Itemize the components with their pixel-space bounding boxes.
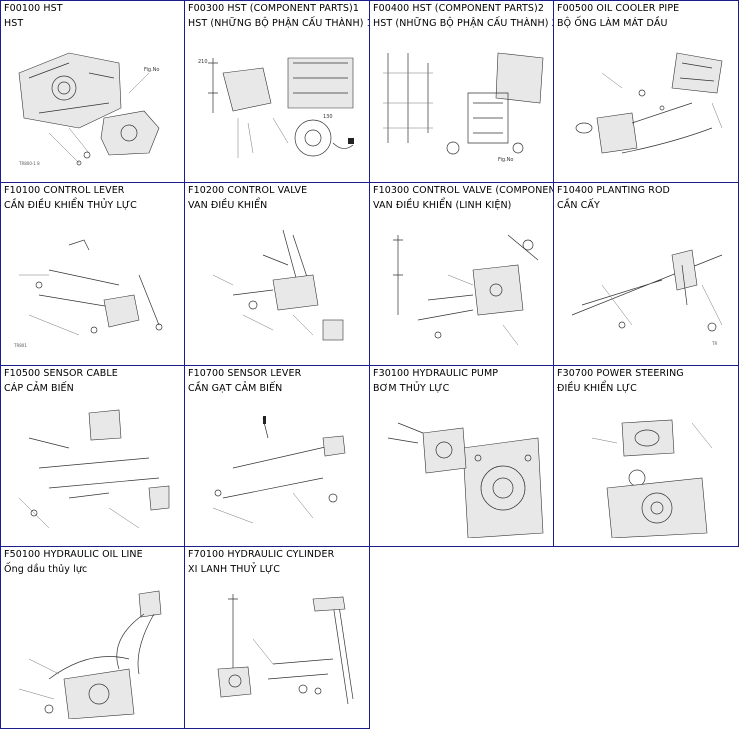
- svg-text:Fig.No: Fig.No: [498, 157, 513, 163]
- control-lever-diagram-icon: TR801: [9, 215, 177, 355]
- tile-code: F00300 HST (COMPONENT PARTS)1: [188, 3, 359, 14]
- catalog-tile-f70100[interactable]: F70100 HYDRAULIC CYLINDER XI LANH THUỶ L…: [184, 546, 370, 729]
- tile-code: F00400 HST (COMPONENT PARTS)2: [373, 3, 544, 14]
- tile-code: F10500 SENSOR CABLE: [4, 368, 118, 379]
- hydraulic-pump-diagram-icon: [378, 398, 548, 538]
- tile-code: F10400 PLANTING ROD: [557, 185, 670, 196]
- tile-name: VAN ĐIỀU KHIỂN (LINH KIỆN): [373, 200, 512, 211]
- catalog-tile-f00400[interactable]: F00400 HST (COMPONENT PARTS)2 HST (NHỮNG…: [369, 0, 554, 183]
- tile-name: HST (NHỮNG BỘ PHẬN CẤU THÀNH) 2: [373, 18, 554, 29]
- hst-assembly-diagram-icon: Fig.No TR800-1 8: [9, 33, 177, 173]
- tile-name: CẦN ĐIỀU KHIỂN THỦY LỰC: [4, 200, 137, 211]
- tile-code: F70100 HYDRAULIC CYLINDER: [188, 549, 335, 560]
- catalog-tile-f00100[interactable]: F00100 HST HST Fig.No TR800-1 8: [0, 0, 185, 183]
- svg-text:TR800-1 8: TR800-1 8: [18, 161, 40, 166]
- tile-code: F30100 HYDRAULIC PUMP: [373, 368, 499, 379]
- catalog-tile-f10300[interactable]: F10300 CONTROL VALVE (COMPONENT VAN ĐIỀU…: [369, 182, 554, 366]
- catalog-tile-f10500[interactable]: F10500 SENSOR CABLE CÁP CẢM BIẾN: [0, 365, 185, 547]
- tile-name: ĐIỀU KHIỂN LỰC: [557, 383, 637, 394]
- hydraulic-oil-line-diagram-icon: [9, 579, 177, 719]
- tile-name: CẦN GẠT CẢM BIẾN: [188, 383, 283, 394]
- tile-code: F10200 CONTROL VALVE: [188, 185, 308, 196]
- catalog-tile-f10200[interactable]: F10200 CONTROL VALVE VAN ĐIỀU KHIỂN: [184, 182, 370, 366]
- tile-name: Ống dầu thủy lực: [4, 564, 88, 575]
- tile-name: VAN ĐIỀU KHIỂN: [188, 200, 268, 211]
- sensor-lever-diagram-icon: [193, 398, 363, 538]
- svg-text:TR801: TR801: [13, 343, 27, 348]
- control-valve-diagram-icon: [193, 215, 363, 355]
- tile-name: CÁP CẢM BIẾN: [4, 383, 74, 394]
- control-valve-components-diagram-icon: [378, 215, 548, 355]
- tile-name: HST (NHỮNG BỘ PHẬN CẤU THÀNH) 1: [188, 18, 370, 29]
- tile-name: BỘ ỐNG LÀM MÁT DẦU: [557, 18, 668, 29]
- tile-code: F10300 CONTROL VALVE (COMPONENT: [373, 185, 554, 196]
- oil-cooler-pipe-diagram-icon: [562, 33, 732, 173]
- sensor-cable-diagram-icon: [9, 398, 177, 538]
- tile-name: XI LANH THUỶ LỰC: [188, 564, 281, 575]
- svg-text:130: 130: [323, 114, 333, 120]
- svg-text:TR: TR: [711, 341, 717, 346]
- tile-code: F10100 CONTROL LEVER: [4, 185, 125, 196]
- planting-rod-diagram-icon: TR: [562, 215, 732, 355]
- tile-code: F10700 SENSOR LEVER: [188, 368, 302, 379]
- catalog-tile-f30700[interactable]: F30700 POWER STEERING ĐIỀU KHIỂN LỰC: [553, 365, 739, 547]
- catalog-tile-f30100[interactable]: F30100 HYDRAULIC PUMP BƠM THỦY LỰC: [369, 365, 554, 547]
- hst-components-2-diagram-icon: Fig.No: [378, 33, 548, 173]
- tile-name: HST: [4, 18, 24, 29]
- tile-code: F00500 OIL COOLER PIPE: [557, 3, 680, 14]
- svg-text:Fig.No: Fig.No: [144, 67, 159, 73]
- tile-name: CẦN CẤY: [557, 200, 600, 211]
- tile-code: F00100 HST: [4, 3, 63, 14]
- catalog-tile-f10700[interactable]: F10700 SENSOR LEVER CẦN GẠT CẢM BIẾN: [184, 365, 370, 547]
- catalog-tile-f50100[interactable]: F50100 HYDRAULIC OIL LINE Ống dầu thủy l…: [0, 546, 185, 729]
- power-steering-diagram-icon: [562, 398, 732, 538]
- tile-code: F50100 HYDRAULIC OIL LINE: [4, 549, 143, 560]
- tile-name: BƠM THỦY LỰC: [373, 383, 450, 394]
- catalog-tile-f10100[interactable]: F10100 CONTROL LEVER CẦN ĐIỀU KHIỂN THỦY…: [0, 182, 185, 366]
- catalog-tile-f00300[interactable]: F00300 HST (COMPONENT PARTS)1 HST (NHỮNG…: [184, 0, 370, 183]
- hst-components-1-diagram-icon: 210 130: [193, 33, 363, 173]
- tile-code: F30700 POWER STEERING: [557, 368, 684, 379]
- svg-text:210: 210: [198, 59, 208, 65]
- hydraulic-cylinder-diagram-icon: [193, 579, 363, 719]
- catalog-tile-f00500[interactable]: F00500 OIL COOLER PIPE BỘ ỐNG LÀM MÁT DẦ…: [553, 0, 739, 183]
- catalog-tile-f10400[interactable]: F10400 PLANTING ROD CẦN CẤY TR: [553, 182, 739, 366]
